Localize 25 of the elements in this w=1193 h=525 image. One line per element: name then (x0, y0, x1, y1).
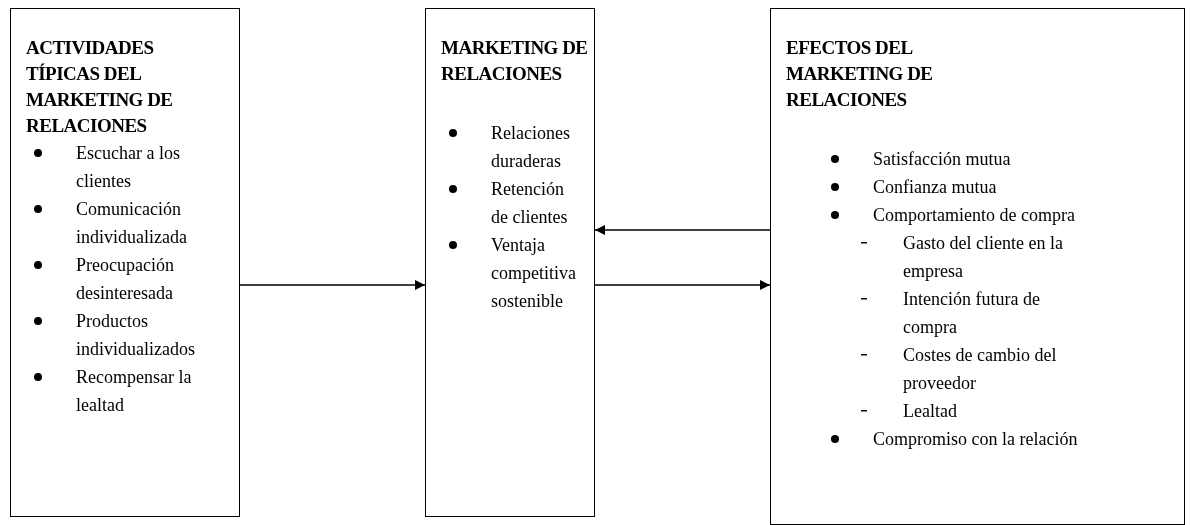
list-item: Ventaja competitiva sostenible (491, 234, 577, 313)
box-heading: ACTIVIDADES TÍPICAS DEL MARKETING DE RELACIONES (26, 36, 174, 138)
list-item: Satisfacción mutua (873, 148, 1012, 171)
list-item: Gasto del cliente en la empresa (903, 232, 1063, 283)
list-item: Confianza mutua (873, 176, 998, 199)
list-item: Escuchar a los clientes (76, 142, 181, 193)
text-box (770, 8, 1185, 525)
list-item: Intención futura de compra (903, 288, 1041, 339)
list-item: Compromiso con la relación (873, 428, 1079, 451)
box-heading: MARKETING DE RELACIONES (441, 36, 589, 86)
arrow (594, 225, 771, 235)
text-box (10, 8, 240, 517)
text-box (425, 8, 595, 517)
list-item: Preocupación desinteresada (76, 254, 175, 305)
list-item: Productos individualizados (76, 310, 196, 361)
box-heading: EFECTOS DEL MARKETING DE RELACIONES (786, 36, 934, 112)
arrow (594, 280, 771, 290)
list-item: Retención de clientes (491, 178, 569, 229)
list-item: Comportamiento de compra (873, 204, 1076, 227)
list-item: Comunicación individualizada (76, 198, 188, 249)
list-item: Lealtad (903, 400, 958, 423)
arrow (239, 280, 426, 290)
list-item: Recompensar la lealtad (76, 366, 193, 417)
list-item: Relaciones duraderas (491, 122, 571, 173)
list-item: Costes de cambio del proveedor (903, 344, 1058, 395)
